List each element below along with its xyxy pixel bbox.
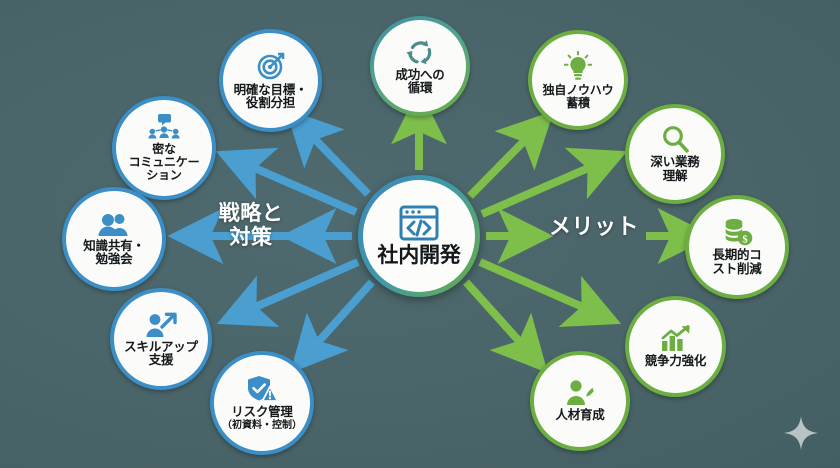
recycle-cycle-icon — [405, 37, 435, 66]
coins-dollar-icon: $ — [721, 218, 753, 246]
node-deep-understanding-label-2: 理解 — [662, 168, 688, 183]
node-success-cycle-label-2: 循環 — [407, 81, 433, 95]
group-label-strategy: 戦略と 対策 — [196, 202, 306, 249]
arrow-to-communication — [215, 147, 358, 216]
center-node-internal-development[interactable]: 社内開発 — [358, 175, 480, 297]
four-point-star-icon — [784, 416, 818, 450]
shield-check-warning-icon — [246, 375, 279, 403]
arrow-to-risk-management — [290, 279, 375, 374]
node-goal-roles-label-2: 役割分担 — [245, 96, 296, 110]
node-unique-knowhow-label-2: 蓄積 — [566, 95, 590, 110]
lightbulb-icon — [563, 50, 593, 81]
node-unique-knowhow[interactable]: 独自ノウハウ 蓄積 — [528, 30, 628, 130]
bar-chart-arrow-icon — [661, 324, 691, 352]
node-knowledge-share[interactable]: 知識共有・ 勉強会 — [62, 187, 166, 291]
blue-arrow-group — [167, 108, 375, 374]
arrow-to-competitiveness — [478, 258, 622, 328]
arrow-to-goal-roles — [285, 108, 371, 197]
node-risk-management[interactable]: リスク管理 （初資料・控制） — [210, 351, 314, 455]
chat-group-icon — [148, 114, 180, 140]
group-label-strategy-line1: 戦略と — [218, 202, 284, 225]
node-knowledge-share-label-2: 勉強会 — [95, 252, 133, 266]
node-deep-understanding-label-1: 深い業務 — [650, 155, 700, 169]
node-deep-understanding[interactable]: 深い業務 理解 — [625, 104, 725, 204]
magnifier-icon — [661, 125, 689, 153]
node-knowledge-share-label-1: 知識共有・ — [83, 238, 145, 253]
node-skill-up-label-1: スキルアップ — [124, 339, 198, 354]
person-pencil-icon — [565, 379, 596, 406]
arrow-to-deep-understanding — [480, 147, 628, 218]
node-success-cycle[interactable]: 成功への 循環 — [370, 16, 470, 116]
node-communication-label-2: コミュニケー — [128, 155, 200, 170]
node-talent-development-label-1: 人材育成 — [555, 408, 605, 423]
node-cost-reduction[interactable]: $ 長期的コ スト削減 — [685, 195, 789, 299]
node-risk-management-label-1: リスク管理 — [231, 405, 293, 419]
node-competitiveness-label-1: 競争力強化 — [644, 353, 707, 368]
node-skill-up-label-2: 支援 — [148, 353, 174, 367]
node-talent-development[interactable]: 人材育成 — [530, 351, 630, 451]
center-node-label: 社内開発 — [377, 243, 461, 267]
code-window-icon — [399, 205, 439, 241]
group-label-merit: メリット — [548, 214, 639, 239]
node-competitiveness[interactable]: 競争力強化 — [625, 296, 726, 397]
node-goal-roles-label-1: 明確な目標・ — [233, 82, 308, 97]
group-label-strategy-line2: 対策 — [229, 225, 273, 249]
svg-text:$: $ — [742, 234, 747, 245]
node-unique-knowhow-label-1: 独自ノウハウ — [542, 82, 614, 97]
node-communication-label-1: 密な — [152, 142, 176, 157]
node-success-cycle-label-1: 成功への — [395, 67, 445, 82]
node-risk-management-sublabel: （初資料・控制） — [222, 419, 302, 431]
arrow-to-unique-knowhow — [467, 110, 554, 199]
arrow-to-skill-up — [216, 258, 360, 328]
node-communication[interactable]: 密な コミュニケー ション — [112, 96, 216, 200]
node-cost-reduction-label-2: スト削減 — [712, 261, 762, 276]
node-communication-label-3: ション — [146, 167, 182, 182]
arrow-to-talent-development — [463, 279, 548, 374]
node-cost-reduction-label-1: 長期的コ — [712, 248, 762, 262]
two-people-icon — [97, 212, 131, 237]
node-skill-up[interactable]: スキルアップ 支援 — [110, 288, 212, 390]
target-icon — [256, 51, 286, 81]
person-arrow-up-icon — [145, 311, 177, 338]
green-arrow-group — [391, 88, 714, 374]
node-goal-roles[interactable]: 明確な目標・ 役割分担 — [219, 29, 322, 132]
